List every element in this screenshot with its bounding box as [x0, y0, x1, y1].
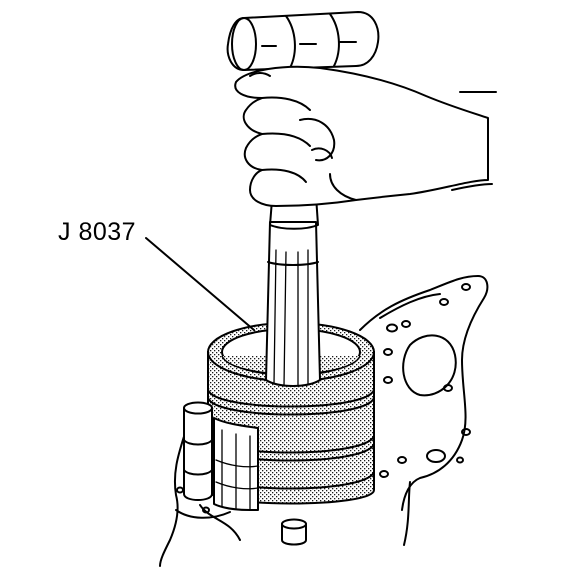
hammer: [226, 11, 380, 387]
callout-leader-line: [145, 237, 255, 331]
engine-block-outline: [159, 275, 489, 567]
dowel-pin: [281, 518, 307, 546]
ring-compressor-tool: [183, 322, 375, 511]
hand: [234, 65, 497, 207]
tool-callout-label: J 8037: [58, 218, 137, 246]
